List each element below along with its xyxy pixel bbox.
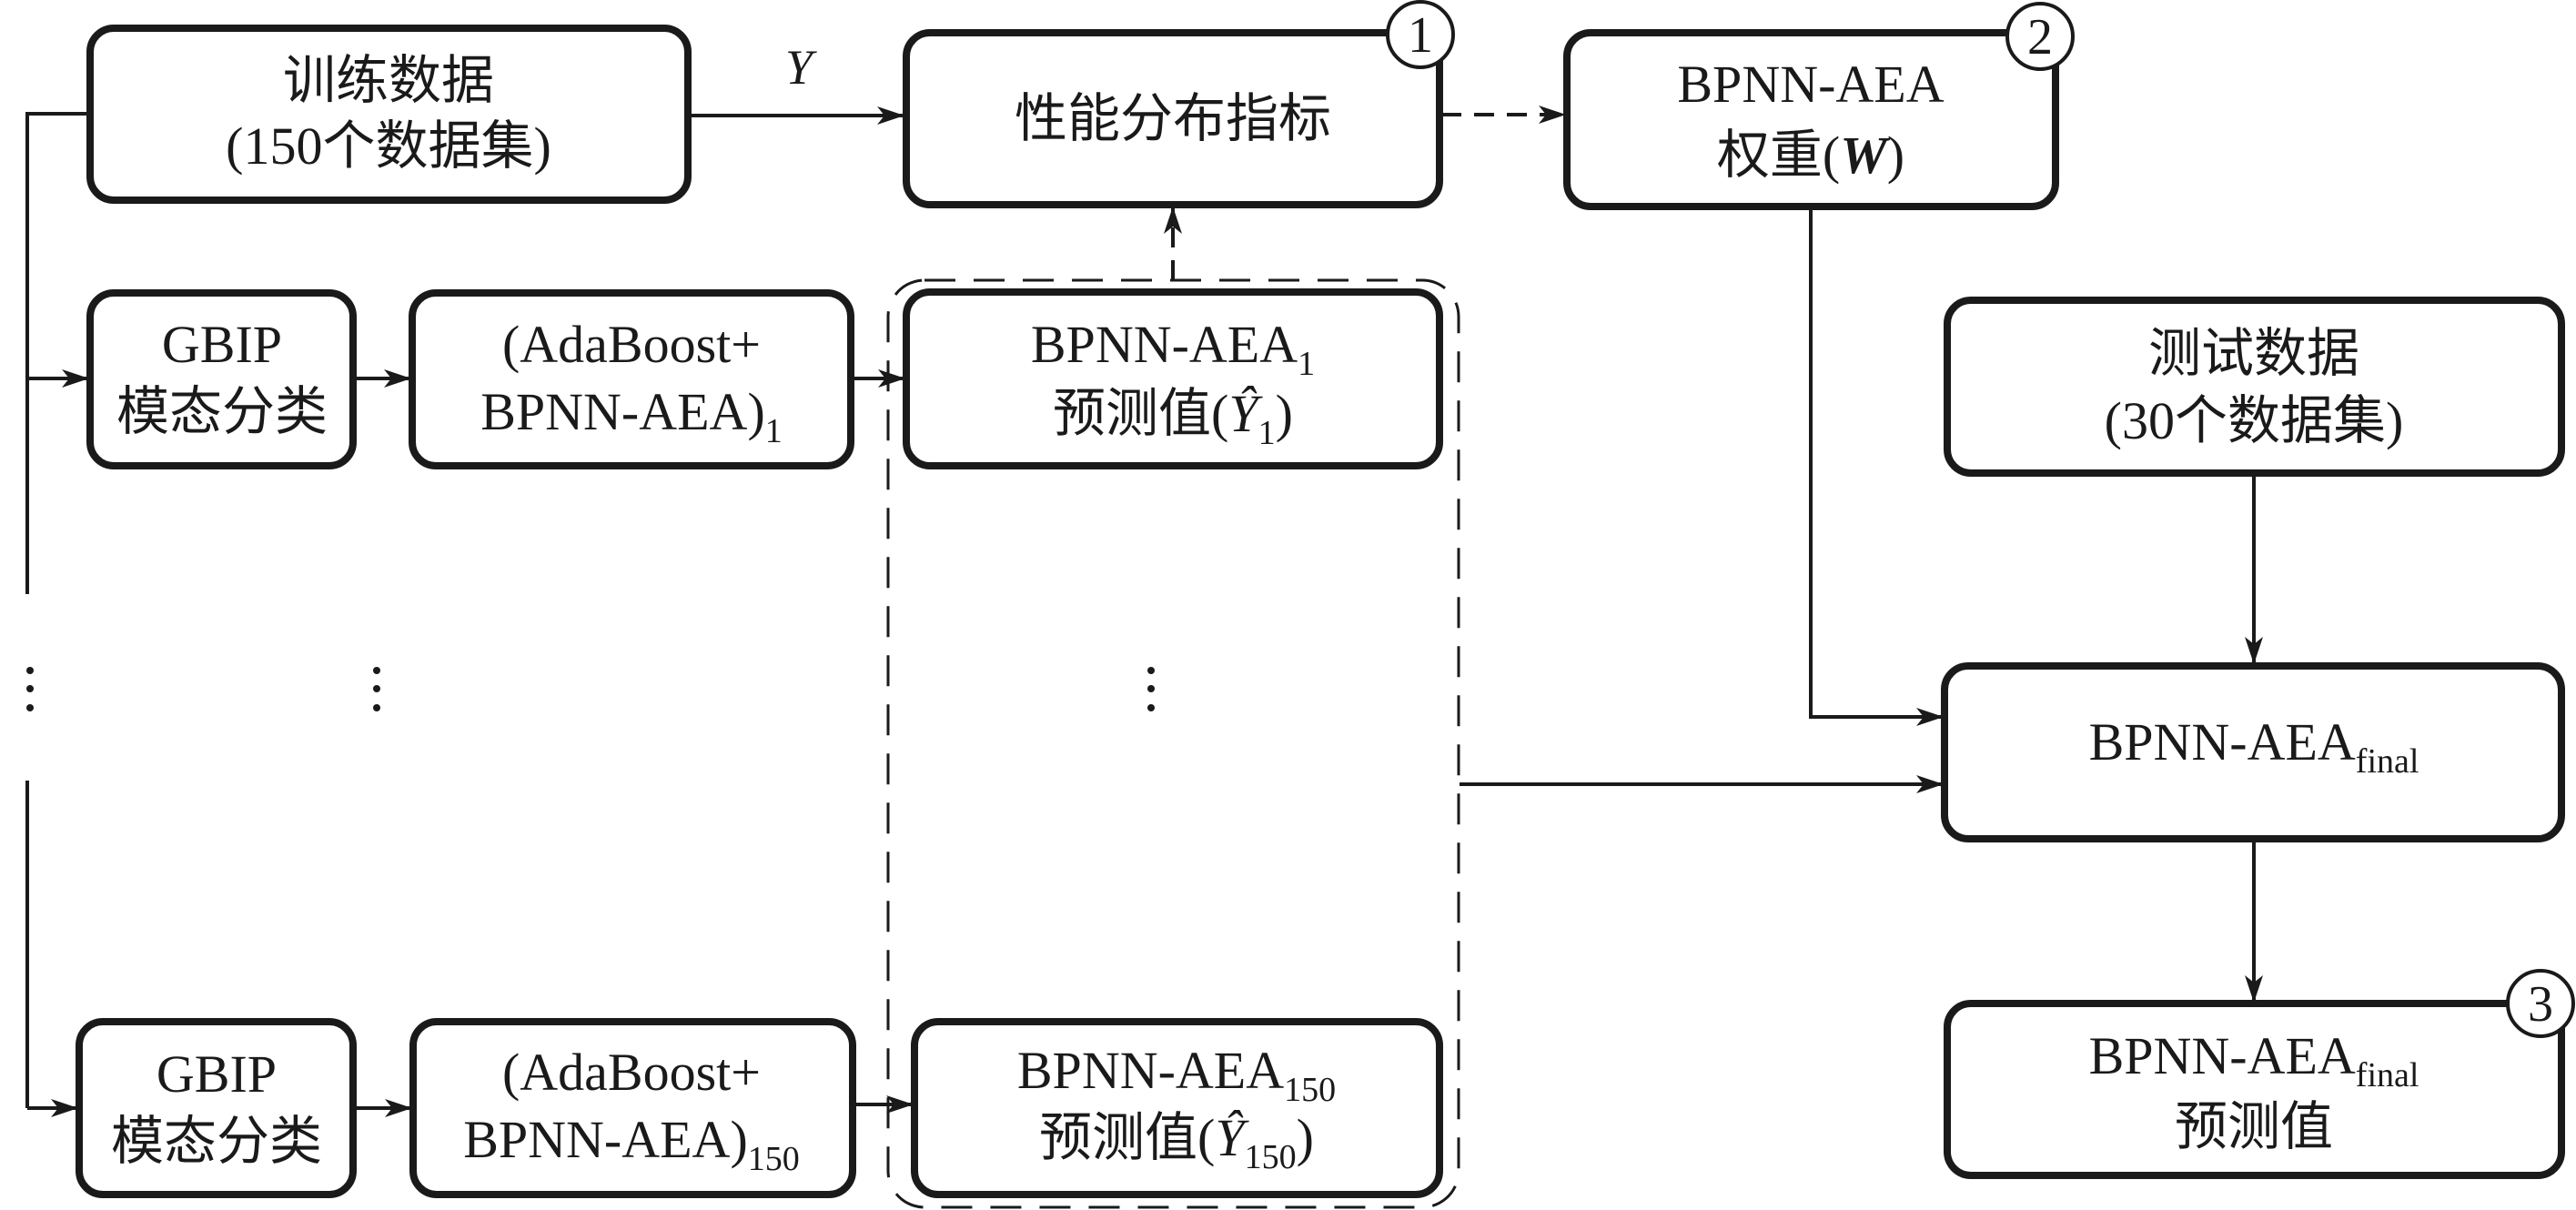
ellipsis-predictions: [1147, 667, 1155, 711]
badge-2: 2: [2005, 2, 2075, 71]
node-test-data-line2: (30个数据集): [2105, 391, 2404, 450]
badge-3-text: 3: [2528, 976, 2553, 1033]
node-bpnn-150-line2: 预测值(Ŷ150): [1039, 1108, 1314, 1176]
badge-1-text: 1: [1408, 7, 1433, 64]
node-gbip-150-line1: GBIP: [157, 1044, 277, 1104]
node-bpnn-1-prediction: BPNN-AEA1 预测值(Ŷ1): [903, 288, 1443, 469]
node-performance-index: 性能分布指标: [903, 29, 1443, 208]
edge-label-y: Y: [785, 40, 817, 95]
node-gbip-1-line1: GBIP: [162, 315, 282, 374]
badge-1: 1: [1386, 0, 1455, 69]
node-bpnn-150-line1: BPNN-AEA150: [1017, 1041, 1336, 1109]
node-test-data: 测试数据 (30个数据集): [1944, 297, 2565, 477]
node-performance-index-label: 性能分布指标: [1015, 89, 1331, 148]
node-final-model: BPNN-AEAfinal: [1941, 662, 2565, 842]
ellipsis-gbip: [373, 667, 380, 711]
badge-2-text: 2: [2027, 9, 2053, 66]
node-bpnn-1-line1: BPNN-AEA1: [1031, 315, 1315, 383]
node-gbip-150: GBIP 模态分类: [76, 1018, 357, 1198]
node-adaboost-1: (AdaBoost+ BPNN-AEA)1: [409, 289, 854, 469]
node-bpnn-150-prediction: BPNN-AEA150 预测值(Ŷ150): [911, 1018, 1443, 1198]
node-final-prediction: BPNN-AEAfinal 预测值: [1944, 1000, 2565, 1179]
node-training-data-line1: 训练数据: [283, 51, 494, 110]
badge-3: 3: [2506, 969, 2575, 1038]
node-gbip-150-line2: 模态分类: [111, 1112, 322, 1171]
ellipsis-bus: [26, 667, 34, 711]
node-test-data-line1: 测试数据: [2148, 324, 2359, 383]
node-weights-line1: BPNN-AEA: [1677, 55, 1944, 114]
node-final-prediction-line1: BPNN-AEAfinal: [2089, 1026, 2419, 1094]
node-adaboost-150-line1: (AdaBoost+: [502, 1043, 761, 1102]
bus-line-top: [25, 112, 90, 594]
node-weights: BPNN-AEA 权重(W): [1563, 29, 2059, 210]
node-adaboost-1-line1: (AdaBoost+: [502, 315, 761, 374]
edge-weights-to-final: [1809, 207, 1944, 726]
node-bpnn-1-line2: 预测值(Ŷ1): [1053, 384, 1293, 452]
node-gbip-1-line2: 模态分类: [116, 382, 328, 441]
node-adaboost-150: (AdaBoost+ BPNN-AEA)150: [409, 1018, 856, 1198]
node-final-model-label: BPNN-AEAfinal: [2089, 712, 2419, 781]
node-adaboost-1-line2: BPNN-AEA)1: [480, 382, 783, 450]
node-training-data: 训练数据 (150个数据集): [86, 25, 692, 204]
node-training-data-line2: (150个数据集): [226, 116, 551, 176]
node-gbip-1: GBIP 模态分类: [86, 289, 357, 469]
prediction-group-outline: [886, 278, 1460, 1209]
node-final-prediction-line2: 预测值: [2175, 1097, 2333, 1156]
node-weights-line2: 权重(W): [1717, 126, 1904, 185]
node-adaboost-150-line2: BPNN-AEA)150: [463, 1110, 800, 1178]
